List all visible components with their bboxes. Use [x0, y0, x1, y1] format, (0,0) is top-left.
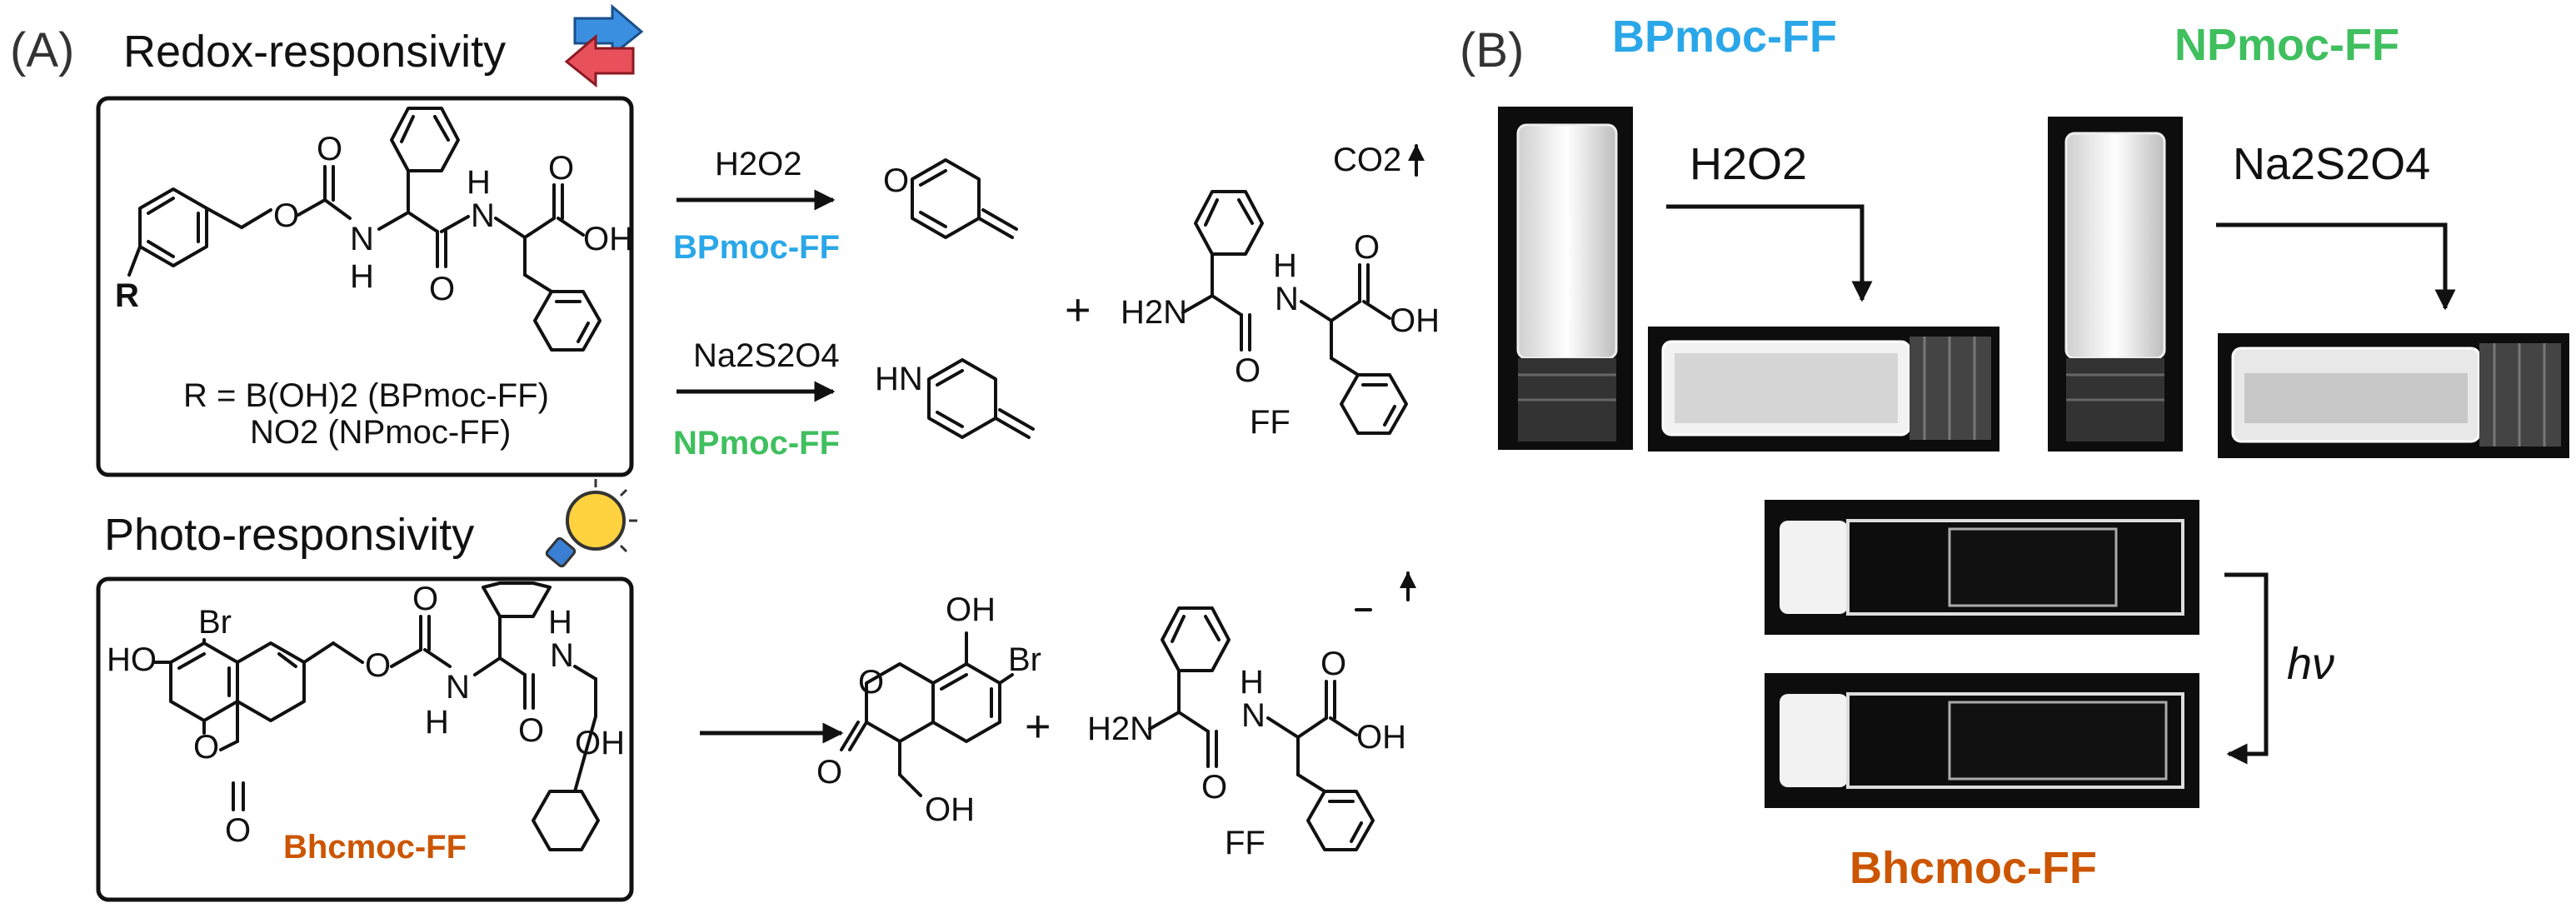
bhc-n-1: N [446, 669, 470, 706]
panel-a-label: (A) [10, 23, 74, 77]
coumarin-ring-o: O [858, 664, 884, 701]
bhc-lactone-o: O [225, 812, 251, 849]
ff2-h2n: H2N [1087, 711, 1154, 747]
aqm-nh: HN [875, 361, 923, 397]
ff1-oxygen: O [1235, 352, 1261, 389]
bhc-h-1: H [425, 704, 449, 741]
na2s2o4-reagent: Na2S2O4 [693, 337, 840, 374]
acid-oxygen: O [548, 150, 574, 187]
coumarin-br: Br [1008, 641, 1041, 678]
qm-oxygen: O [883, 162, 909, 199]
r-group-line-2: NO2 (NPmoc-FF) [250, 414, 511, 451]
ff2-oxygen: O [1201, 769, 1227, 806]
ff-dipeptide-product-1: H2N O N H O OH FF [1121, 190, 1440, 441]
h2o2-condition: H2O2 [1690, 139, 1807, 189]
coumarin-product: OH Br O O OH [816, 591, 1041, 828]
ff1-oh: OH [1390, 302, 1440, 339]
npmoc-title: NPmoc-FF [2174, 20, 2399, 70]
redox-structure-box [96, 96, 634, 477]
carbonyl-oxygen-1: O [317, 131, 342, 167]
ester-oxygen: O [273, 197, 299, 234]
coumarin-oh: OH [946, 591, 996, 628]
bhcmoc-label-a: Bhcmoc-FF [283, 829, 467, 866]
amide-n-1: N [350, 221, 374, 257]
bhc-n-2: N [550, 637, 574, 674]
ff-dipeptide-product-2: H2N O N H O OH FF [1087, 606, 1406, 861]
redox-arrows-icon [564, 3, 644, 88]
bhc-br: Br [198, 604, 232, 641]
npmoc-label-a: NPmoc-FF [673, 425, 840, 461]
bhc-h-2: H [548, 604, 572, 641]
na2s2o4-process-arrow [2216, 222, 2456, 311]
npmoc-vial-upright-photo [2048, 117, 2183, 452]
ff1-h: H [1273, 247, 1297, 284]
carbonyl-oxygen-2: O [429, 271, 455, 307]
aza-quinone-methide-product: HN [875, 358, 1035, 439]
bhc-ring-o: O [193, 729, 219, 766]
bpmoc-title: BPmoc-FF [1612, 12, 1837, 62]
hv-process-arrow [2224, 572, 2269, 765]
ff1-h2n: H2N [1121, 294, 1187, 331]
ff2-label: FF [1225, 825, 1266, 861]
ff1-acid-o: O [1354, 229, 1380, 266]
h2o2-process-arrow [1666, 204, 1873, 302]
amide-n-2: N [471, 197, 495, 234]
acid-oh: OH [583, 221, 633, 257]
bhc-ester-o: O [365, 647, 391, 684]
bpmoc-label-a: BPmoc-FF [673, 229, 840, 266]
ff2-h: H [1240, 664, 1264, 701]
bhc-carbonyl-o-2: O [518, 712, 544, 749]
quinone-methide-product: O [883, 158, 1018, 239]
bhcmoc-title: Bhcmoc-FF [1850, 843, 2097, 893]
co2-byproduct: CO2 [1333, 142, 1401, 178]
coumarin-ch2oh: OH [925, 791, 975, 828]
ff2-acid-o: O [1320, 646, 1346, 682]
lightbulb-icon [545, 479, 637, 568]
bhc-carbonyl-o: O [412, 581, 438, 617]
hv-condition: hν [2287, 639, 2334, 689]
amide-h-1: H [350, 258, 374, 295]
plus-sign-1: + [1065, 285, 1091, 335]
panel-b-label: (B) [1460, 23, 1524, 77]
plus-sign-2: + [1025, 701, 1051, 751]
r-atom: R [115, 277, 139, 314]
bhcmoc-cuvette-after-photo [1765, 673, 2199, 808]
bhc-ho: HO [107, 641, 157, 678]
ff1-label: FF [1250, 404, 1290, 441]
ff2-oh: OH [1356, 719, 1406, 756]
bhcmoc-structure: HO Br O O O O N H O N H OH [107, 581, 625, 866]
photo-heading: Photo-responsivity [104, 510, 474, 560]
coumarin-lactone-o: O [816, 754, 842, 791]
redox-heading: Redox-responsivity [123, 27, 506, 77]
bpmoc-vial-gel-photo [1648, 327, 1999, 452]
ff1-n: N [1275, 281, 1299, 317]
bhc-oh: OH [575, 725, 625, 761]
redox-precursor-structure: R O O N H O N H O OH [115, 107, 633, 451]
ff2-n: N [1241, 697, 1266, 734]
bhcmoc-cuvette-before-photo [1765, 500, 2199, 635]
h2o2-reagent: H2O2 [715, 146, 802, 182]
npmoc-vial-gel-photo [2218, 333, 2569, 458]
bpmoc-vial-upright-photo [1498, 107, 1633, 450]
na2s2o4-condition: Na2S2O4 [2233, 139, 2430, 189]
r-group-line-1: R = B(OH)2 (BPmoc-FF) [183, 377, 549, 414]
amide-h-2: H [467, 164, 491, 201]
